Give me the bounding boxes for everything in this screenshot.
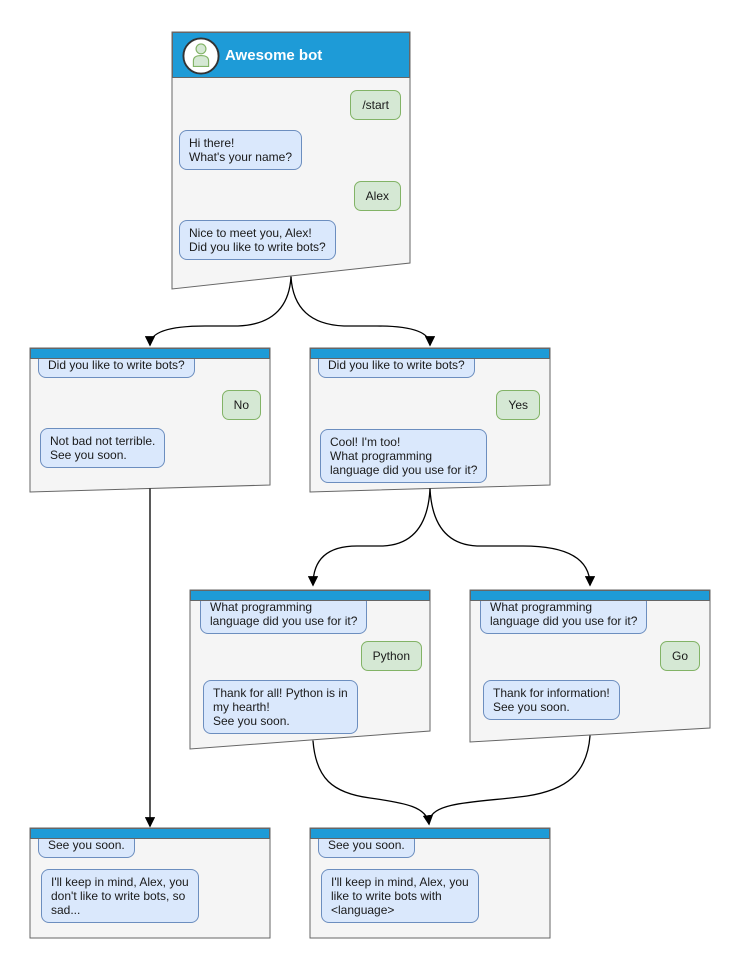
user-message-bubble: /start [350, 90, 401, 120]
user-message-bubble: Go [659, 641, 700, 671]
arrow-start-to-yes [290, 276, 436, 347]
chat-card-python: What programming language did you use fo… [190, 590, 430, 749]
bot-message-bubble: Thank for information! See you soon. [483, 680, 620, 720]
bot-message-bubble: Not bad not terrible. See you soon. [40, 428, 166, 468]
bot-message-bubble: I'll keep in mind, Alex, you like to wri… [321, 869, 479, 923]
bot-message-bubble: I'll keep in mind, Alex, you don't like … [41, 869, 199, 923]
chat-card-no-titlebar [30, 348, 270, 359]
arrow-yes-to-python [307, 488, 431, 587]
chat-card-go: What programming language did you use fo… [470, 590, 710, 742]
bot-avatar-icon [182, 37, 220, 75]
chat-card-python-titlebar [190, 590, 430, 601]
bot-message-bubble: Nice to meet you, Alex! Did you like to … [179, 220, 336, 260]
chat-card-yes: Did you like to write bots? Yes Cool! I'… [310, 348, 550, 492]
user-message-bubble: Yes [496, 390, 540, 420]
user-message-bubble: Python [360, 641, 422, 671]
chat-card-end-no: See you soon. I'll keep in mind, Alex, y… [30, 828, 270, 938]
arrow-python-to-end-yes [312, 740, 434, 826]
chat-card-end-yes: See you soon. I'll keep in mind, Alex, y… [310, 828, 550, 938]
chat-card-no: Did you like to write bots? No Not bad n… [30, 348, 270, 492]
user-message-bubble: Alex [353, 181, 401, 211]
chat-card-start-header: Awesome bot [172, 32, 410, 78]
arrow-go-to-end-yes [429, 735, 591, 820]
user-message-bubble: No [221, 390, 261, 420]
bot-message-bubble: Thank for all! Python is in my hearth! S… [203, 680, 358, 734]
bot-name-label: Awesome bot [225, 46, 323, 64]
chat-card-start: Awesome bot /start Hi there! What's your… [172, 32, 410, 289]
bot-message-bubble: Hi there! What's your name? [179, 130, 303, 170]
chat-card-go-titlebar [470, 590, 710, 601]
bot-message-bubble: Cool! I'm too! What programming language… [320, 429, 488, 483]
arrow-yes-to-go [429, 488, 596, 587]
chat-card-end-yes-titlebar [310, 828, 550, 839]
chat-card-end-no-titlebar [30, 828, 270, 839]
chat-card-yes-titlebar [310, 348, 550, 359]
arrow-start-to-no [144, 276, 292, 347]
